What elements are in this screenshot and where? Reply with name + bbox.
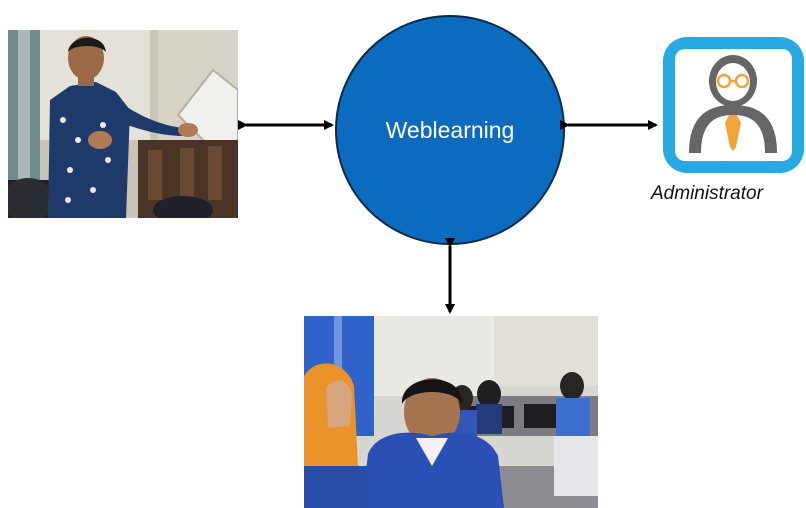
administrator-label: Administrator — [651, 183, 763, 204]
weblearning-hub: Weblearning — [335, 15, 565, 245]
teacher-photo — [8, 30, 238, 218]
students-photo — [304, 316, 598, 508]
hub-label: Weblearning — [385, 116, 515, 143]
administrator-icon — [661, 35, 806, 175]
